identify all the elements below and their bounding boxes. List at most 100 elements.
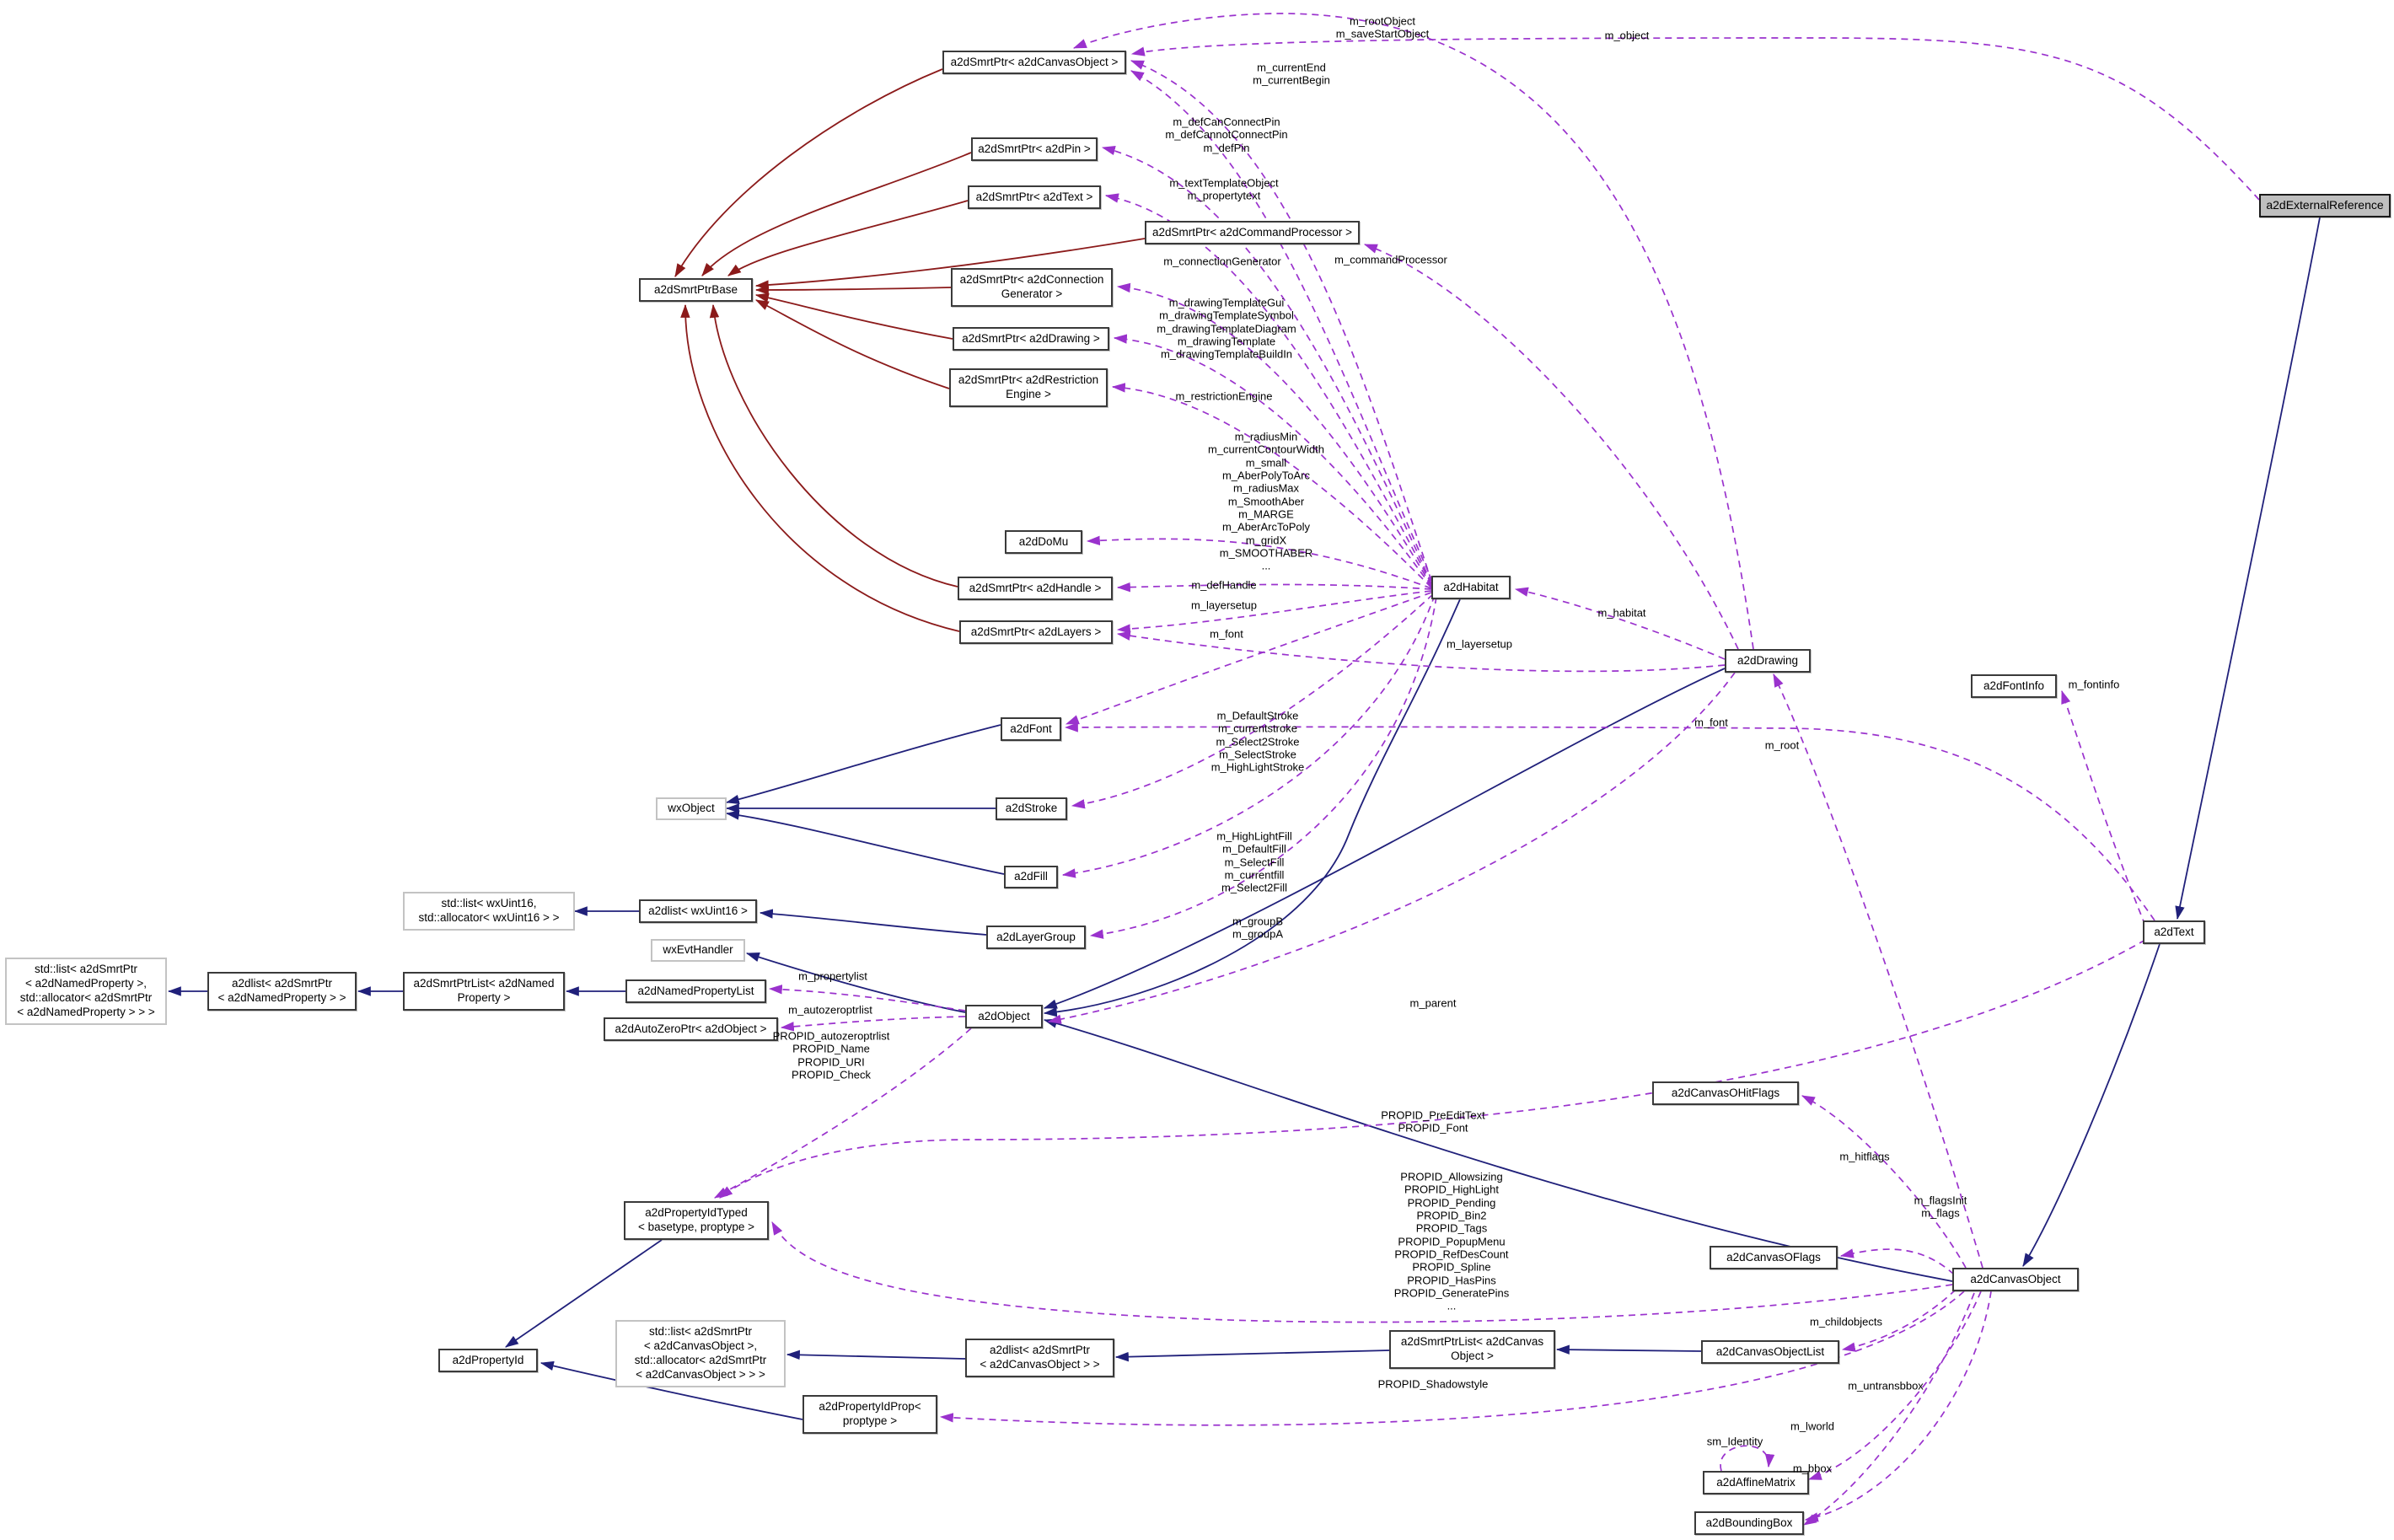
edge-usage — [1064, 722, 2155, 921]
node-a2dcanvasohitflags[interactable]: a2dCanvasOHitFlags — [1652, 1081, 1799, 1105]
node-a2dcanvasobjectlist[interactable]: a2dCanvasObjectList — [1701, 1340, 1839, 1364]
edge-inherit — [539, 1360, 803, 1420]
node-a2dlist-a2dcanvasobject[interactable]: a2dlist< a2dSmrtPtr < a2dCanvasObject > … — [965, 1339, 1114, 1377]
edge-usage — [1841, 1289, 1957, 1352]
edge-usage — [1072, 13, 1754, 650]
node-a2dcanvasoflags[interactable]: a2dCanvasOFlags — [1710, 1246, 1838, 1269]
node-a2dsmrtptrlist-a2dcanvasobject[interactable]: a2dSmrtPtrList< a2dCanvas Object > — [1389, 1330, 1555, 1369]
node-a2dpropertyid[interactable]: a2dPropertyId — [438, 1349, 538, 1372]
edge-template — [709, 303, 958, 588]
node-a2dpropertyidtyped[interactable]: a2dPropertyIdTyped < basetype, proptype … — [624, 1201, 769, 1240]
node-a2dpropertyidprop[interactable]: a2dPropertyIdProp< proptype > — [802, 1395, 937, 1434]
edge-usage — [1363, 244, 1739, 650]
node-a2dexternalreference: a2dExternalReference — [2259, 194, 2391, 217]
edge-usage — [768, 985, 966, 1011]
edge-usage — [1116, 582, 1432, 593]
edge-inherit — [505, 1239, 663, 1348]
edge-usage — [1804, 1290, 1992, 1522]
edge-usage — [1104, 193, 1432, 585]
edge-usage — [1116, 282, 1432, 587]
edge-template — [754, 292, 953, 340]
node-stdlist-wxuint16: std::list< wxUint16, std::allocator< wxU… — [403, 892, 575, 931]
edge-template — [727, 200, 969, 276]
edge-template — [754, 238, 1146, 290]
node-a2dsmrtptr-a2ddrawing[interactable]: a2dSmrtPtr< a2dDrawing > — [953, 327, 1109, 351]
node-a2dlist-wxuint16[interactable]: a2dlist< wxUint16 > — [639, 899, 757, 923]
edge-usage — [1061, 594, 1436, 878]
node-stdlist-a2dcanvasobject: std::list< a2dSmrtPtr < a2dCanvasObject … — [615, 1320, 786, 1387]
node-a2dsmrtptrbase[interactable]: a2dSmrtPtrBase — [639, 278, 753, 302]
edge-usage — [1047, 672, 1736, 1024]
edge-inherit — [1043, 1018, 1953, 1282]
edge-usage — [1065, 592, 1432, 725]
node-a2dsmrtptrlist-a2dnamedproperty[interactable]: a2dSmrtPtrList< a2dNamed Property > — [403, 972, 565, 1011]
edge-usage — [1130, 37, 2260, 201]
edge-usage — [1801, 1095, 1967, 1269]
edge-inherit — [1043, 668, 1726, 1009]
node-a2dsmrtptr-a2drestrictionengine[interactable]: a2dSmrtPtr< a2dRestriction Engine > — [949, 368, 1108, 407]
edge-usage — [1720, 1445, 1775, 1472]
node-wxevthandler: wxEvtHandler — [651, 939, 745, 962]
node-a2dstroke[interactable]: a2dStroke — [996, 797, 1067, 820]
edge-template — [674, 68, 943, 277]
node-a2dsmrtptr-a2dhandle[interactable]: a2dSmrtPtr< a2dHandle > — [958, 577, 1113, 600]
edge-usage — [1807, 1290, 1982, 1480]
node-a2daffinematrix[interactable]: a2dAffineMatrix — [1703, 1471, 1809, 1494]
edge-inherit — [745, 952, 966, 1013]
node-a2dfont[interactable]: a2dFont — [1001, 717, 1061, 741]
node-a2dobject[interactable]: a2dObject — [965, 1005, 1043, 1028]
node-a2dtext[interactable]: a2dText — [2143, 920, 2205, 944]
edge-inherit — [1114, 1350, 1390, 1362]
node-a2dsmrtptr-a2dlayers[interactable]: a2dSmrtPtr< a2dLayers > — [959, 620, 1113, 644]
node-a2dautozeroptr-a2dobject[interactable]: a2dAutoZeroPtr< a2dObject > — [604, 1017, 778, 1041]
edge-inherit — [2022, 943, 2161, 1267]
node-a2ddrawing[interactable]: a2dDrawing — [1725, 649, 1811, 673]
node-a2dfill[interactable]: a2dFill — [1004, 866, 1058, 888]
edge-usage — [1111, 383, 1432, 588]
node-a2dcanvasobject[interactable]: a2dCanvasObject — [1952, 1268, 2079, 1291]
edge-usage — [1839, 1248, 1955, 1275]
edge-usage — [1773, 673, 1983, 1269]
edge-usage — [1116, 590, 1432, 634]
node-a2dsmrtptr-a2dtext[interactable]: a2dSmrtPtr< a2dText > — [968, 185, 1101, 209]
node-a2dhabitat[interactable]: a2dHabitat — [1431, 576, 1511, 599]
edge-usage — [1086, 535, 1432, 589]
edge-usage — [1113, 334, 1432, 588]
node-a2dlayergroup[interactable]: a2dLayerGroup — [986, 926, 1086, 949]
edge-usage — [1130, 60, 1432, 582]
edge-usage — [1514, 587, 1726, 660]
node-wxobject: wxObject — [656, 797, 727, 820]
node-stdlist-a2dnamedproperty: std::list< a2dSmrtPtr < a2dNamedProperty… — [5, 958, 167, 1025]
node-a2dnamedpropertylist[interactable]: a2dNamedPropertyList — [625, 979, 766, 1003]
node-a2dsmrtptr-a2dpin[interactable]: a2dSmrtPtr< a2dPin > — [971, 137, 1098, 161]
edge-usage — [2061, 690, 2146, 926]
edge-inherit — [2175, 217, 2321, 920]
node-a2ddomu[interactable]: a2dDoMu — [1005, 530, 1082, 554]
edge-usage — [1803, 1292, 1975, 1526]
node-a2dfontinfo[interactable]: a2dFontInfo — [1971, 674, 2057, 698]
edge-inherit — [725, 724, 1001, 804]
edge-usage — [1089, 596, 1437, 939]
edge-inherit — [759, 909, 987, 936]
node-a2dboundingbox[interactable]: a2dBoundingBox — [1694, 1511, 1804, 1535]
edge-usage — [719, 939, 2146, 1199]
edge-usage — [1101, 146, 1432, 584]
node-a2dsmrtptr-a2dcanvasobject[interactable]: a2dSmrtPtr< a2dCanvasObject > — [942, 51, 1126, 74]
edge-usage — [1071, 593, 1434, 809]
node-a2dsmrtptr-a2dconnectiongenerator[interactable]: a2dSmrtPtr< a2dConnection Generator > — [951, 268, 1113, 307]
edge-inherit — [786, 1350, 966, 1360]
node-a2dlist-a2dnamedproperty[interactable]: a2dlist< a2dSmrtPtr < a2dNamedProperty >… — [207, 972, 357, 1011]
edge-template — [680, 303, 960, 632]
node-a2dsmrtptr-a2dcommandprocessor[interactable]: a2dSmrtPtr< a2dCommandProcessor > — [1145, 221, 1360, 244]
edge-usage — [714, 1028, 972, 1199]
edge-inherit — [725, 810, 1005, 875]
edge-template — [701, 152, 972, 276]
edge-usage — [939, 1290, 1965, 1426]
edge-usage — [1116, 630, 1726, 673]
edge-template — [754, 285, 952, 295]
edge-usage — [780, 1016, 966, 1032]
edge-usage — [771, 1221, 1953, 1323]
edge-usage — [1130, 70, 1434, 583]
